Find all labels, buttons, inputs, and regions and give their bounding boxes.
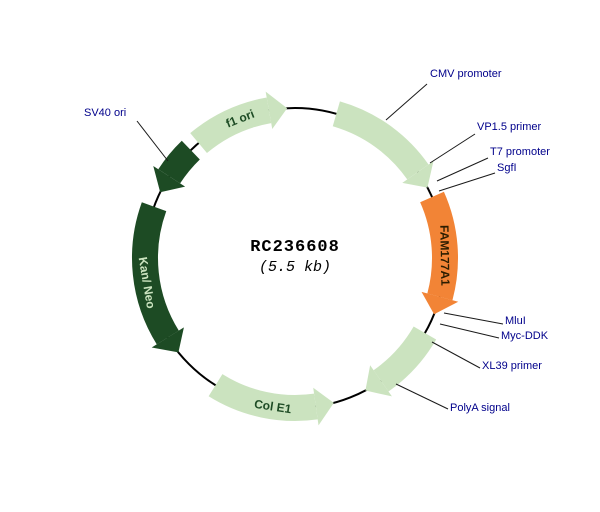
feature-polya [365, 326, 437, 397]
plasmid-size: (5.5 kb) [258, 259, 331, 276]
feature-fam177a1 [420, 191, 459, 315]
callout-line-sv40-ori [136, 120, 169, 162]
feature-kan-neo-arrowhead [151, 327, 184, 353]
callout-label-vp15-primer: VP1.5 primer [477, 121, 542, 133]
feature-col-e1 [208, 374, 334, 426]
feature-kan-neo-body [132, 202, 179, 345]
feature-sv40-ori-body [158, 140, 201, 184]
feature-f1-ori [190, 91, 288, 154]
feature-fam177a1-arrowhead [421, 291, 459, 315]
feature-polya-arrowhead [365, 365, 392, 397]
callout-line-sgfi [438, 172, 496, 192]
callout-label-sgfi: SgfI [497, 162, 517, 174]
plasmid-name: RC236608 [250, 238, 340, 257]
callout-line-polya-signal [395, 383, 449, 410]
feature-fam177a1-label: FAM177A1 [437, 225, 452, 286]
feature-polya-body [373, 326, 437, 392]
feature-cmv-body [332, 101, 429, 180]
features-layer [132, 91, 459, 426]
callout-label-xl39-primer: XL39 primer [482, 360, 542, 372]
feature-col-e1-arrowhead [313, 387, 334, 426]
callout-label-cmv-promoter: CMV promoter [430, 68, 502, 80]
callout-label-polya-signal: PolyA signal [450, 402, 510, 414]
callout-label-sv40-ori: SV40 ori [84, 107, 127, 119]
feature-f1-ori-body [190, 97, 272, 154]
feature-kan-neo [132, 202, 184, 353]
callout-label-mlui: MluI [505, 315, 526, 327]
feature-sv40-ori [153, 140, 201, 193]
callout-lines-layer [136, 83, 504, 410]
plasmid-title: RC236608 (5.5 kb) [250, 238, 340, 276]
feature-f1-ori-arrowhead [265, 91, 288, 129]
feature-sv40-ori-arrowhead [153, 165, 186, 193]
feature-cmv-arrowhead [402, 161, 434, 188]
callout-line-xl39-primer [431, 341, 481, 369]
feature-fam177a1-body [420, 191, 458, 301]
callout-line-cmv-promoter [385, 83, 428, 121]
callout-line-mlui [443, 312, 504, 325]
feature-col-e1-label: Col E1 [253, 397, 292, 416]
feature-cmv [332, 101, 434, 188]
callout-label-myc-ddk: Myc-DDK [501, 330, 549, 342]
feature-col-e1-body [208, 374, 318, 421]
callout-label-t7-promoter: T7 promoter [490, 146, 550, 158]
callout-line-t7-promoter [436, 157, 489, 182]
callout-line-myc-ddk [439, 323, 500, 339]
callout-line-vp15-primer [429, 133, 476, 164]
